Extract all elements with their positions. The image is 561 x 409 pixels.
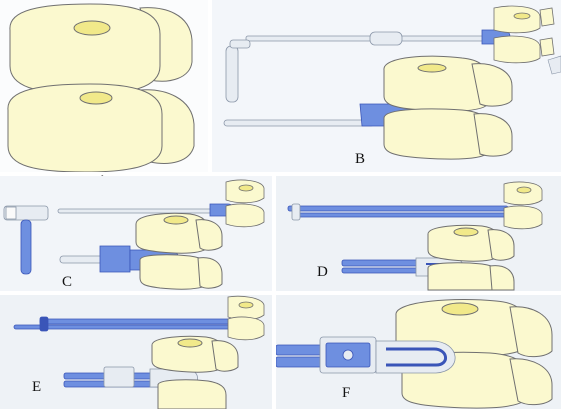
panel-e: E (0, 295, 272, 409)
panel-d-label: D (317, 264, 328, 280)
cage-inserter-f (276, 336, 456, 374)
panel-c-illustration (3, 179, 265, 290)
cage-inserter-upper (13, 316, 235, 332)
large-vertebrae-lower (383, 55, 513, 160)
panel-d: D (276, 176, 561, 291)
panel-a-illustration (7, 3, 195, 172)
large-vertebrae-d (427, 224, 515, 291)
panel-c-label: C (62, 274, 73, 290)
small-vertebrae-c (225, 179, 265, 228)
lower-vertebra (7, 83, 195, 172)
panel-e-illustration (13, 295, 265, 409)
partial-instrument-right (547, 55, 561, 75)
panel-e-label: E (32, 379, 42, 395)
panel-a (0, 0, 208, 172)
large-vertebrae-e (151, 335, 239, 409)
small-vertebrae-e (227, 295, 265, 341)
panel-f: F (276, 295, 561, 409)
panel-d-illustration (287, 181, 543, 291)
small-vertebrae-d (503, 181, 543, 230)
upper-vertebra (9, 3, 193, 95)
mallet (3, 205, 49, 275)
panel-b: B (212, 0, 561, 172)
large-vertebrae-c (135, 212, 223, 290)
panel-f-label: F (342, 385, 351, 401)
panel-b-illustration (223, 5, 561, 160)
small-vertebrae-upper (493, 5, 555, 64)
panel-b-label: B (355, 151, 366, 167)
distractor-upper (287, 203, 509, 221)
panel-f-illustration (276, 299, 553, 409)
rod-upper (57, 203, 235, 217)
panel-c: C (0, 176, 272, 291)
